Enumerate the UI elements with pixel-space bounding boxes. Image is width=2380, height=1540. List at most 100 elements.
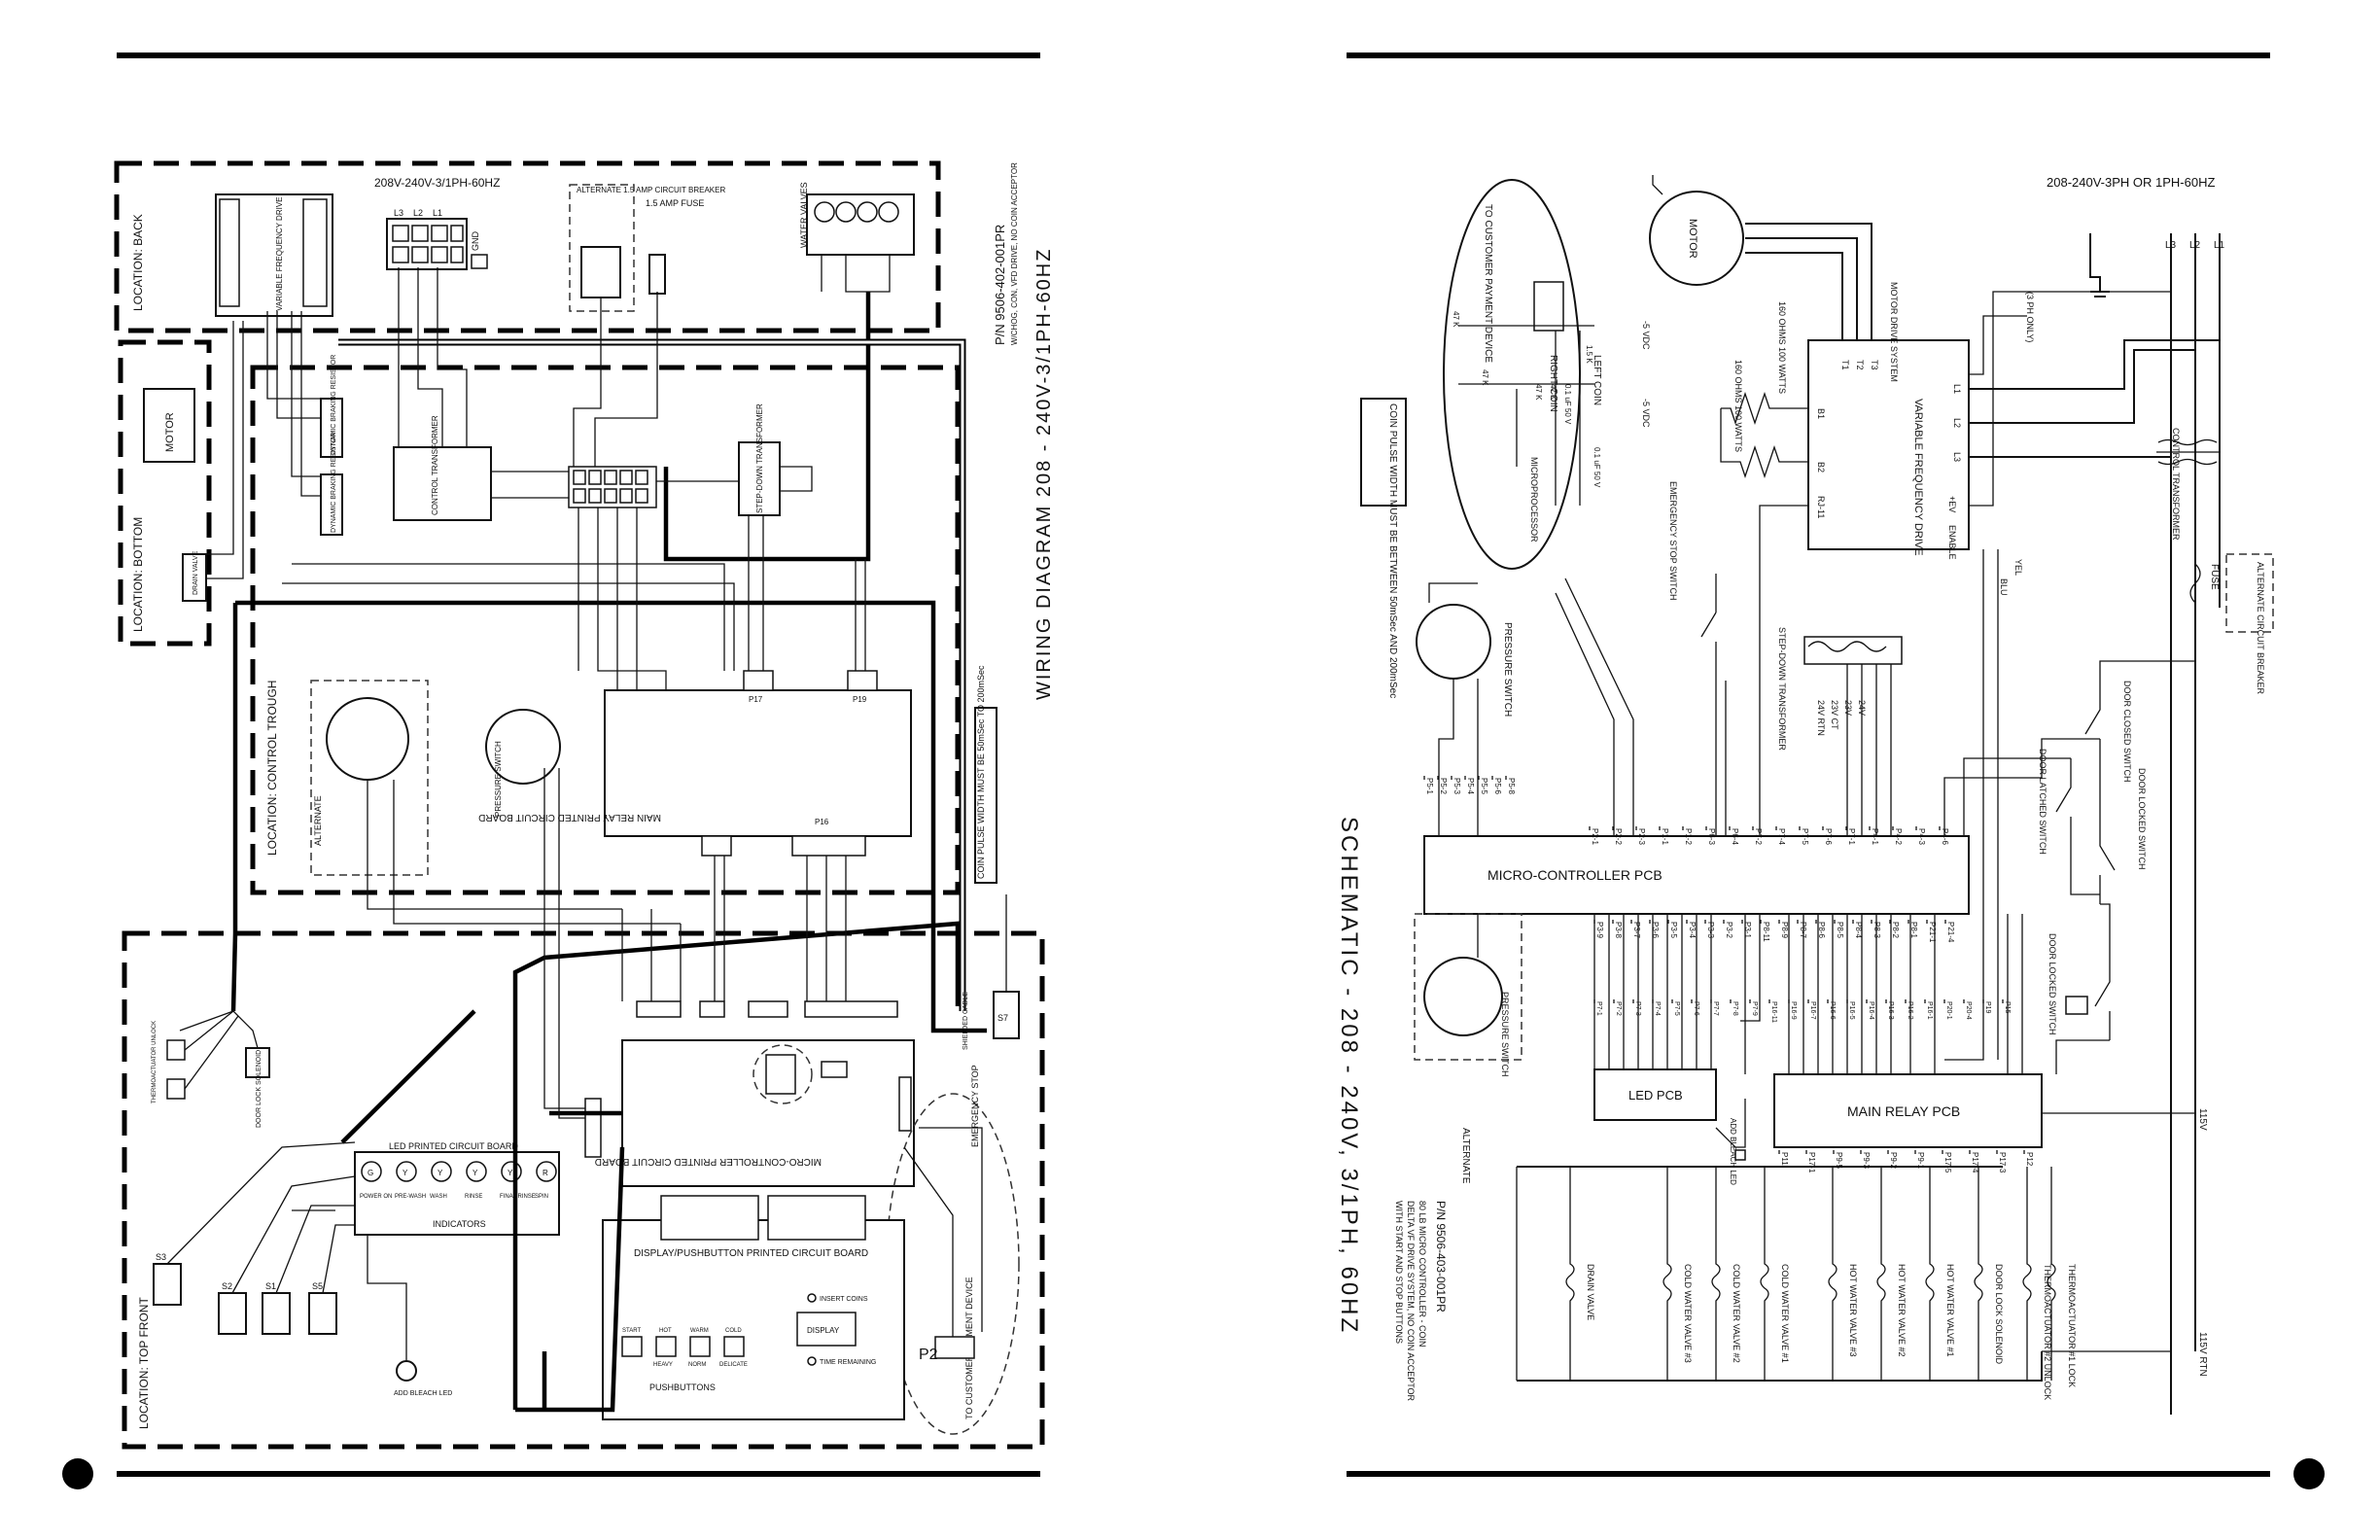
switch-s3-label: S3	[156, 1252, 166, 1262]
pin-label: P8-4	[1854, 922, 1863, 938]
harness-wire-3	[663, 292, 871, 562]
connector-p16-label: P16	[815, 818, 829, 826]
pin-label: P7-4	[1777, 828, 1786, 845]
pin-label: P12	[2025, 1152, 2034, 1167]
pin-label: P8-5	[1836, 922, 1844, 938]
schematic-pressure-switch-label: PRESSURE SWITCH	[1502, 622, 1513, 717]
power-rails	[2170, 233, 2221, 1415]
schematic-main-relay	[1773, 1073, 2043, 1148]
pin-label: P4-2	[1894, 828, 1903, 845]
pin-label: P8-6	[1817, 922, 1826, 938]
drain-valve-label: DRAIN VALVE	[192, 550, 199, 595]
pin-label: P2-3	[1637, 828, 1646, 845]
pin-label: P9-3	[1862, 1152, 1871, 1169]
cold-pushbutton[interactable]	[723, 1336, 745, 1357]
hot-pushbutton[interactable]	[655, 1336, 677, 1357]
start-pushbutton[interactable]	[621, 1336, 643, 1357]
schematic-resistor-1	[1721, 391, 1808, 426]
zone-top-front	[122, 930, 1045, 1450]
vfd-t2: T2	[1855, 360, 1865, 370]
pin-label: P11	[1780, 1152, 1789, 1166]
schematic-fuse-label: FUSE	[2209, 564, 2220, 590]
blu-wire-1: BLU	[1999, 578, 2009, 596]
load-label: THERMOACTUATOR #1 LOCK	[2067, 1264, 2077, 1387]
indicator-label: FINAL RINSE	[500, 1194, 536, 1200]
door-locked-2-label: DOOR LOCKED SWITCH	[2048, 933, 2057, 1035]
insert-coins-led	[807, 1293, 817, 1303]
pin-label: P7-6	[1824, 828, 1833, 845]
cap-2: 0.1 uF 50 V	[1592, 447, 1601, 488]
vfd-label: VARIABLE FREQUENCY DRIVE	[275, 196, 284, 311]
pin-label: P16-9	[1790, 1001, 1797, 1020]
pin-label: P9-1	[1916, 1152, 1925, 1169]
pushbuttons-label: PUSHBUTTONS	[649, 1382, 716, 1392]
schematic-door-switches	[2055, 681, 2116, 1040]
fuse-label: 1.5 AMP FUSE	[646, 198, 704, 208]
wiring-part-number: P/N 9506-402-001PR	[993, 225, 1007, 345]
schematic-supply: 208-240V-3PH OR 1PH-60HZ	[2047, 175, 2215, 190]
schematic-p2-connector	[1533, 281, 1564, 332]
alternate-pressure-switch-schematic	[1423, 957, 1503, 1036]
indicator-letter: G	[368, 1169, 373, 1177]
vdc-1: -5 VDC	[1641, 321, 1651, 350]
pin-label: P8-2	[1891, 922, 1900, 938]
pin-label: P8-9	[1780, 922, 1789, 938]
res-47k-2: 47 K	[1481, 369, 1489, 386]
vdc-2: -5 VDC	[1641, 399, 1651, 428]
zone-control-trough	[250, 365, 961, 895]
indicator-led	[396, 1161, 417, 1182]
terminal-l1: L1	[433, 208, 442, 218]
payment-to-mc-2	[1564, 578, 1634, 836]
schematic-pressure-switch	[1416, 604, 1491, 680]
motor-box	[143, 388, 195, 463]
routing-wires	[166, 255, 1007, 1361]
customer-payment-oval	[886, 1093, 1020, 1435]
indicator-led	[466, 1161, 487, 1182]
display-pcb-label: DISPLAY/PUSHBUTTON PRINTED CIRCUIT BOARD	[634, 1248, 868, 1259]
connector-p16	[791, 835, 866, 857]
res-1-5k: 1.5 K	[1585, 345, 1593, 364]
pin-label: P5-5	[1480, 778, 1488, 794]
pin-label: P7-2	[1615, 1001, 1622, 1016]
switch-s1	[262, 1292, 291, 1335]
water-valves-label: WATER VALVES	[799, 182, 809, 248]
indicator-led	[536, 1161, 557, 1182]
connector-p17	[743, 670, 774, 691]
p2-connector-left	[934, 1336, 975, 1359]
step-down-transformer-label: STEP-DOWN TRANSFORMER	[755, 403, 764, 513]
vfd-l1: L1	[1952, 384, 1962, 394]
switch-s7-label: S7	[998, 1013, 1008, 1023]
schematic-vfd	[1807, 339, 1970, 550]
wiring-diagram: LOCATION: BACK LOCATION: BOTTOM LOCATION…	[114, 160, 1055, 1450]
load-label: HOT WATER VALVE #2	[1897, 1264, 1907, 1357]
wiring-supply: 208V-240V-3/1PH-60HZ	[374, 176, 500, 190]
schematic-motor-label: MOTOR	[1687, 219, 1698, 259]
load-label: DOOR LOCK SOLENOID	[1994, 1264, 2004, 1365]
vfd-t1: T1	[1840, 360, 1850, 370]
pin-label: P7-1	[1595, 1001, 1602, 1016]
rail-115v: 115V	[2197, 1108, 2208, 1131]
display-window[interactable]	[796, 1312, 857, 1347]
switch-s2-label: S2	[222, 1281, 232, 1291]
harness-wire-2	[230, 603, 238, 1012]
vfd-l2: L2	[1952, 418, 1962, 428]
gnd-label: GND	[471, 231, 480, 252]
indicator-letter: Y	[508, 1169, 513, 1177]
vfd-l3: L3	[1952, 452, 1962, 462]
warm-pushbutton[interactable]	[689, 1336, 711, 1357]
harness-wire-5	[515, 1146, 625, 1413]
pb-heavy: HEAVY	[653, 1362, 673, 1368]
alternate-pressure-switch	[326, 697, 409, 781]
wiring-title: WIRING DIAGRAM 208 - 240V-3/1PH-60HZ	[1033, 248, 1055, 700]
schematic-subtitle-3: WITH START AND STOP BUTTONS	[1394, 1201, 1404, 1344]
indicator-led	[431, 1161, 452, 1182]
load-label: HOT WATER VALVE #1	[1945, 1264, 1955, 1357]
vfd-b1: B1	[1816, 408, 1826, 419]
micro-controller-headers	[636, 1000, 912, 1132]
breaker-box	[580, 246, 621, 298]
pin-label: P3-8	[1614, 922, 1623, 938]
p2-callout-circle	[752, 1044, 813, 1104]
schematic-vfd-label: VARIABLE FREQUENCY DRIVE	[1912, 399, 1924, 556]
schematic-microprocessor: MICROPROCESSOR	[1529, 457, 1539, 542]
